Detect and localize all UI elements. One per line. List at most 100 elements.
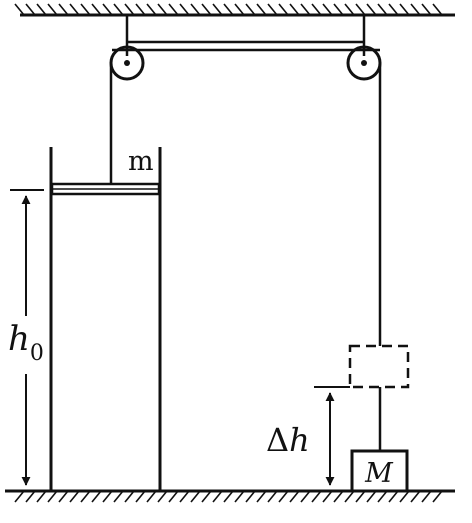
right-pulley — [346, 45, 382, 81]
ceiling-hatch-mark — [190, 3, 201, 16]
ceiling-hatch-mark — [168, 3, 179, 16]
delta-h-symbol: h — [289, 421, 310, 459]
ceiling-hatch-mark — [410, 3, 421, 16]
floor-hatch — [14, 490, 443, 503]
delta-symbol: Δ — [266, 421, 289, 459]
ceiling-hatch-mark — [366, 3, 377, 16]
floor-hatch-mark — [421, 490, 432, 503]
gas-cylinder — [49, 147, 162, 491]
ceiling-hatch-mark — [47, 3, 58, 16]
ceiling-hatch-mark — [135, 3, 146, 16]
ceiling-hatch-mark — [278, 3, 289, 16]
floor-hatch-mark — [377, 490, 388, 503]
ceiling-hatch-mark — [399, 3, 410, 16]
rope — [109, 48, 382, 451]
ceiling-hatch-mark — [157, 3, 168, 16]
floor-hatch-mark — [366, 490, 377, 503]
ceiling-hatch-mark — [256, 3, 267, 16]
ceiling-hatch-mark — [36, 3, 47, 16]
floor-hatch-mark — [157, 490, 168, 503]
ceiling-hatch-mark — [113, 3, 124, 16]
ceiling-hatch-mark — [58, 3, 69, 16]
floor-hatch-mark — [212, 490, 223, 503]
floor-hatch-mark — [355, 490, 366, 503]
ceiling-hatch-mark — [245, 3, 256, 16]
floor-hatch-mark — [168, 490, 179, 503]
floor-hatch-mark — [14, 490, 25, 503]
floor-hatch-mark — [278, 490, 289, 503]
floor-hatch-mark — [135, 490, 146, 503]
ceiling-hatch-mark — [80, 3, 91, 16]
ceiling-hatch-mark — [234, 3, 245, 16]
delta-h-dimension — [314, 386, 350, 486]
ceiling-hatch-mark — [267, 3, 278, 16]
initial-block-position — [348, 344, 410, 389]
ceiling-hatch-mark — [300, 3, 311, 16]
block-m — [350, 449, 409, 493]
block-mass-label: M — [364, 458, 394, 489]
ceiling-hatch-mark — [223, 3, 234, 16]
floor-hatch-mark — [410, 490, 421, 503]
floor-hatch-mark — [47, 490, 58, 503]
h0-symbol: h — [8, 319, 30, 359]
ceiling-hatch-mark — [212, 3, 223, 16]
floor-hatch-mark — [245, 490, 256, 503]
delta-h-label: Δh — [266, 421, 310, 459]
floor-hatch-mark — [146, 490, 157, 503]
floor-hatch-mark — [344, 490, 355, 503]
floor-hatch-mark — [432, 490, 443, 503]
left-pulley — [109, 45, 145, 81]
ceiling-hatch-mark — [344, 3, 355, 16]
ceiling-hatch-mark — [388, 3, 399, 16]
ceiling-hatch-mark — [333, 3, 344, 16]
floor-hatch-mark — [322, 490, 333, 503]
floor-hatch-mark — [256, 490, 267, 503]
ceiling-hatch-mark — [289, 3, 300, 16]
floor-hatch-mark — [234, 490, 245, 503]
floor-hatch-mark — [124, 490, 135, 503]
ceiling-hatch-mark — [124, 3, 135, 16]
floor-hatch-mark — [289, 490, 300, 503]
floor-hatch-mark — [201, 490, 212, 503]
floor-hatch-mark — [179, 490, 190, 503]
ceiling-hatch-mark — [355, 3, 366, 16]
floor-hatch-mark — [399, 490, 410, 503]
floor-hatch-mark — [223, 490, 234, 503]
ceiling-hatch-mark — [421, 3, 432, 16]
floor-hatch-mark — [333, 490, 344, 503]
ceiling-hatch-mark — [179, 3, 190, 16]
floor-hatch-mark — [190, 490, 201, 503]
ceiling-hatch-mark — [377, 3, 388, 16]
ceiling-hatch-mark — [91, 3, 102, 16]
ceiling-hatch — [14, 3, 443, 16]
h0-label: h0 — [8, 319, 44, 366]
ceiling-hatch-mark — [14, 3, 25, 16]
floor-hatch-mark — [80, 490, 91, 503]
floor-hatch-mark — [102, 490, 113, 503]
floor-hatch-mark — [91, 490, 102, 503]
ceiling-hatch-mark — [432, 3, 443, 16]
piston-mass-label: m — [128, 146, 154, 177]
floor-hatch-mark — [69, 490, 80, 503]
ceiling-hatch-mark — [25, 3, 36, 16]
ceiling-hatch-mark — [322, 3, 333, 16]
floor-hatch-mark — [311, 490, 322, 503]
ceiling-hatch-mark — [69, 3, 80, 16]
floor-hatch-mark — [25, 490, 36, 503]
h0-dimension — [10, 189, 44, 486]
floor-hatch-mark — [58, 490, 69, 503]
floor-hatch-mark — [36, 490, 47, 503]
ceiling-hatch-mark — [102, 3, 113, 16]
floor-hatch-mark — [113, 490, 124, 503]
floor — [5, 489, 455, 503]
ceiling-hatch-mark — [201, 3, 212, 16]
ceiling-hatch-mark — [146, 3, 157, 16]
piston — [50, 182, 161, 196]
ceiling — [14, 3, 455, 17]
floor-hatch-mark — [388, 490, 399, 503]
floor-hatch-mark — [300, 490, 311, 503]
floor-hatch-mark — [267, 490, 278, 503]
h0-subscript: 0 — [30, 341, 44, 366]
